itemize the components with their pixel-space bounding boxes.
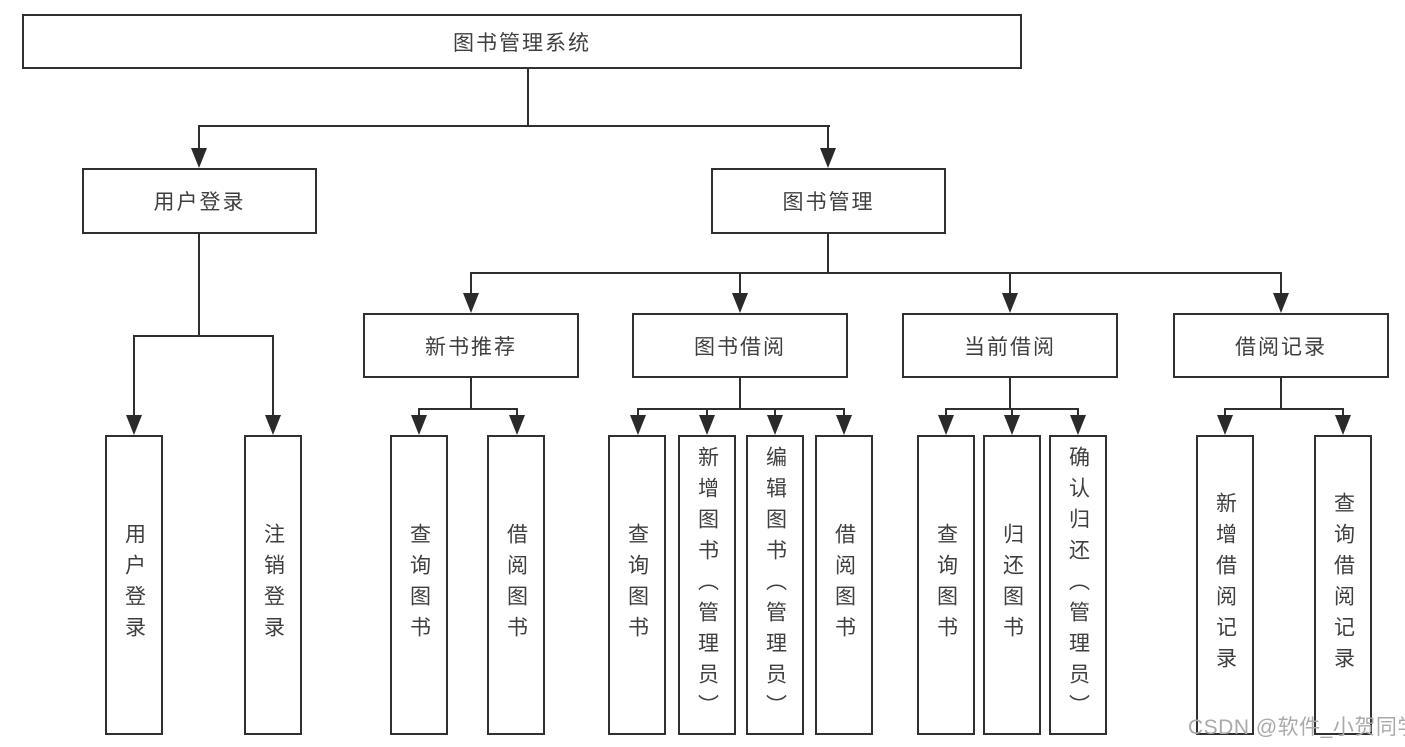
connector-line — [827, 234, 829, 274]
leaf-current-query: 查询图书 — [917, 435, 975, 735]
node-user-login: 用户登录 — [82, 168, 317, 234]
leaf-borrow-query: 查询图书 — [608, 435, 666, 735]
connector-line — [637, 408, 639, 417]
leaf-current-return-label: 归还图书 — [1000, 523, 1024, 647]
leaf-logout: 注销登录 — [244, 435, 302, 735]
connector-line — [527, 69, 529, 127]
arrowhead-down-icon — [938, 415, 954, 435]
connector-line — [1224, 408, 1226, 417]
connector-line — [470, 272, 472, 295]
leaf-records-add: 新增借阅记录 — [1196, 435, 1254, 735]
connector-line — [198, 125, 830, 127]
arrowhead-down-icon — [1335, 415, 1351, 435]
leaf-newbooks-borrow-label: 借阅图书 — [504, 523, 528, 647]
leaf-records-add-label: 新增借阅记录 — [1213, 492, 1237, 678]
connector-line — [637, 408, 845, 410]
node-current-borrow: 当前借阅 — [902, 313, 1118, 378]
leaf-borrow-edit-book: 编辑图书（管理员） — [746, 435, 804, 735]
leaf-current-confirm-return: 确认归还（管理员） — [1049, 435, 1107, 735]
connector-line — [1077, 408, 1079, 417]
arrowhead-down-icon — [1273, 293, 1289, 313]
node-new-book-recommend: 新书推荐 — [363, 313, 579, 378]
node-root-system: 图书管理系统 — [22, 14, 1022, 69]
connector-line — [1224, 408, 1344, 410]
connector-line — [706, 408, 708, 417]
node-book-management: 图书管理 — [711, 168, 946, 234]
leaf-user-login-label: 用户登录 — [122, 523, 146, 647]
arrowhead-down-icon — [411, 415, 427, 435]
connector-line — [1011, 408, 1013, 417]
connector-line — [133, 335, 274, 337]
connector-line — [1280, 378, 1282, 410]
connector-line — [133, 335, 135, 417]
connector-line — [418, 408, 518, 410]
leaf-borrow-add-book-label: 新增图书（管理员） — [695, 445, 719, 725]
leaf-records-query: 查询借阅记录 — [1314, 435, 1372, 735]
connector-line — [272, 335, 274, 417]
arrowhead-down-icon — [699, 415, 715, 435]
leaf-newbooks-query-label: 查询图书 — [407, 523, 431, 647]
arrowhead-down-icon — [767, 415, 783, 435]
arrowhead-down-icon — [191, 148, 207, 168]
arrowhead-down-icon — [630, 415, 646, 435]
leaf-borrow-edit-book-label: 编辑图书（管理员） — [763, 445, 787, 725]
leaf-current-return: 归还图书 — [983, 435, 1041, 735]
arrowhead-down-icon — [265, 415, 281, 435]
arrowhead-down-icon — [509, 415, 525, 435]
node-new-book-recommend-label: 新书推荐 — [425, 335, 517, 359]
arrowhead-down-icon — [1070, 415, 1086, 435]
leaf-logout-label: 注销登录 — [261, 523, 285, 647]
leaf-user-login: 用户登录 — [105, 435, 163, 735]
node-current-borrow-label: 当前借阅 — [964, 335, 1056, 359]
connector-line — [418, 408, 420, 417]
connector-line — [739, 272, 741, 295]
connector-line — [739, 378, 741, 410]
connector-line — [198, 234, 200, 337]
node-book-borrow: 图书借阅 — [632, 313, 848, 378]
node-user-login-label: 用户登录 — [153, 191, 246, 214]
node-root-label: 图书管理系统 — [453, 31, 591, 55]
node-book-borrow-label: 图书借阅 — [694, 335, 786, 359]
connector-line — [827, 125, 829, 150]
connector-line — [1280, 272, 1282, 295]
arrowhead-down-icon — [463, 293, 479, 313]
connector-line — [843, 408, 845, 417]
leaf-borrow-borrow-book-label: 借阅图书 — [832, 523, 856, 647]
arrowhead-down-icon — [836, 415, 852, 435]
leaf-records-query-label: 查询借阅记录 — [1331, 492, 1355, 678]
node-borrow-records-label: 借阅记录 — [1235, 335, 1327, 359]
connector-line — [198, 125, 200, 150]
arrowhead-down-icon — [1217, 415, 1233, 435]
leaf-newbooks-query: 查询图书 — [390, 435, 448, 735]
arrowhead-down-icon — [126, 415, 142, 435]
connector-line — [774, 408, 776, 417]
arrowhead-down-icon — [732, 293, 748, 313]
leaf-borrow-query-label: 查询图书 — [625, 523, 649, 647]
connector-line — [1342, 408, 1344, 417]
leaf-borrow-add-book: 新增图书（管理员） — [678, 435, 736, 735]
arrowhead-down-icon — [1004, 415, 1020, 435]
connector-line — [470, 272, 1282, 274]
node-book-management-label: 图书管理 — [782, 191, 875, 214]
connector-line — [470, 378, 472, 410]
connector-line — [1009, 378, 1011, 410]
leaf-current-query-label: 查询图书 — [934, 523, 958, 647]
arrowhead-down-icon — [1002, 293, 1018, 313]
connector-line — [1009, 272, 1011, 295]
leaf-current-confirm-return-label: 确认归还（管理员） — [1066, 445, 1090, 725]
watermark-text: CSDN @软件_小贺同学 — [1188, 716, 1405, 739]
node-borrow-records: 借阅记录 — [1173, 313, 1389, 378]
connector-line — [516, 408, 518, 417]
arrowhead-down-icon — [820, 148, 836, 168]
leaf-borrow-borrow-book: 借阅图书 — [815, 435, 873, 735]
connector-line — [945, 408, 947, 417]
leaf-newbooks-borrow: 借阅图书 — [487, 435, 545, 735]
